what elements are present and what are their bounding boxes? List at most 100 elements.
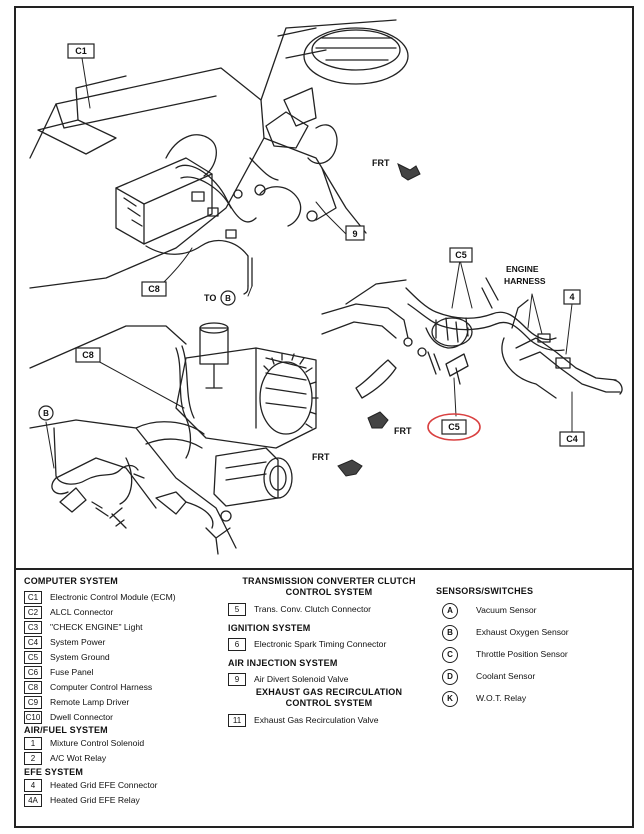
- legend-item-label: Mixture Control Solenoid: [50, 738, 145, 748]
- legend-code-box: 4A: [24, 794, 42, 808]
- callout-c1-box: [67, 43, 95, 59]
- legend-item-label: Computer Control Harness: [50, 682, 153, 692]
- callout-b-left: B: [43, 409, 49, 418]
- callout-b-left-circle: [38, 405, 54, 421]
- legend-column-2: TRANSMISSION CONVERTER CLUTCH CONTROL SY…: [222, 576, 436, 728]
- legend-item-label: ALCL Connector: [50, 607, 114, 617]
- callout-c8-bottom: C8: [82, 350, 94, 360]
- legend-code-box: C2: [24, 606, 42, 620]
- engine-wiring-illustration: C1 C8 9 C8 C5 4 C5 C4 B B TO FRT FRT FRT…: [29, 19, 623, 555]
- sensor-code-circle: D: [442, 668, 458, 685]
- legend-item-label: Trans. Conv. Clutch Connector: [254, 604, 372, 614]
- bottom-view-engine-side: [29, 322, 319, 555]
- legend-item: C2 ALCL Connector: [24, 605, 234, 620]
- callout-b-top-circle: [220, 290, 236, 306]
- callout-c8-top-box: [141, 281, 167, 297]
- sensor-code-circle: K: [442, 690, 458, 707]
- legend-item: C1 Electronic Control Module (ECM): [24, 590, 234, 605]
- callout-c4: C4: [566, 434, 578, 444]
- legend-code-box: 11: [228, 714, 246, 728]
- top-view-ecm-area: [29, 19, 409, 295]
- legend-code-box: 6: [228, 638, 246, 652]
- diagram-frame: C1 C8 9 C8 C5 4 C5 C4 B B TO FRT FRT FRT…: [14, 6, 634, 828]
- egr-title-2: CONTROL SYSTEM: [285, 698, 373, 708]
- legend-code-box: C1: [24, 591, 42, 605]
- engine-harness-label-1: ENGINE: [506, 264, 539, 274]
- callout-c5-circled: C5: [448, 422, 460, 432]
- legend-item: 2 A/C Wot Relay: [24, 751, 234, 766]
- legend-item: C3 "CHECK ENGINE" Light: [24, 620, 234, 635]
- legend-code-box: 9: [228, 673, 246, 687]
- legend-item-label: Remote Lamp Driver: [50, 697, 130, 707]
- sensor-item: D Coolant Sensor: [442, 665, 626, 687]
- legend-code-box: C6: [24, 666, 42, 680]
- right-view-ground-harness: [321, 277, 623, 399]
- legend-item-label: Air Divert Solenoid Valve: [254, 674, 349, 684]
- legend-item-label: Electronic Control Module (ECM): [50, 592, 176, 602]
- legend-item-label: System Power: [50, 637, 106, 647]
- legend-item: 9 Air Divert Solenoid Valve: [228, 672, 436, 687]
- callout-c8-bottom-box: [75, 347, 101, 363]
- efe-title: EFE SYSTEM: [24, 767, 84, 777]
- legend-item: C5 System Ground: [24, 650, 234, 665]
- legend-item-label: Heated Grid EFE Connector: [50, 780, 158, 790]
- legend-code-box: C10: [24, 711, 42, 725]
- callout-b-top: B: [225, 294, 231, 303]
- sensors-title: SENSORS/SWITCHES: [436, 586, 534, 596]
- legend-code-box: 4: [24, 779, 42, 793]
- tcc-title-1: TRANSMISSION CONVERTER CLUTCH: [242, 576, 416, 586]
- air-injection-title: AIR INJECTION SYSTEM: [228, 658, 338, 668]
- sensor-item-label: Coolant Sensor: [476, 671, 536, 681]
- legend-code-box: C3: [24, 621, 42, 635]
- callout-4: 4: [569, 292, 574, 302]
- to-b-label: TO: [204, 293, 216, 303]
- legend-item: C8 Computer Control Harness: [24, 680, 234, 695]
- callout-4-box: [563, 289, 581, 305]
- callout-c5-top-box: [449, 247, 473, 263]
- legend-item-label: System Ground: [50, 652, 110, 662]
- legend-item-label: Dwell Connector: [50, 712, 114, 722]
- callout-c5-top: C5: [455, 250, 467, 260]
- frt-label-right: FRT: [394, 426, 412, 436]
- legend-item: 4A Heated Grid EFE Relay: [24, 793, 234, 808]
- sensor-item-label: Throttle Position Sensor: [476, 649, 568, 659]
- legend-code-box: 2: [24, 752, 42, 766]
- legend-item: 4 Heated Grid EFE Connector: [24, 778, 234, 793]
- legend-item-label: Heated Grid EFE Relay: [50, 795, 140, 805]
- engine-harness-label-2: HARNESS: [504, 276, 546, 286]
- egr-title-1: EXHAUST GAS RECIRCULATION: [255, 687, 403, 697]
- legend-item-label: Exhaust Gas Recirculation Valve: [254, 715, 379, 725]
- legend-item-label: "CHECK ENGINE" Light: [50, 622, 143, 632]
- sensor-item-label: Exhaust Oxygen Sensor: [476, 627, 569, 637]
- legend-item: C9 Remote Lamp Driver: [24, 695, 234, 710]
- legend-item: 11 Exhaust Gas Recirculation Valve: [228, 713, 436, 728]
- ignition-title: IGNITION SYSTEM: [228, 623, 311, 633]
- callout-c1: C1: [75, 46, 87, 56]
- callout-9: 9: [352, 229, 357, 239]
- c5-highlight-circle: [427, 413, 481, 441]
- air-fuel-title: AIR/FUEL SYSTEM: [24, 725, 108, 735]
- front-arrows: [337, 163, 421, 477]
- callout-c5-circled-box: [441, 419, 467, 435]
- callout-c4-box: [559, 431, 585, 447]
- sensor-code-circle: B: [442, 624, 458, 641]
- callout-c8-top: C8: [148, 284, 160, 294]
- frt-label-bottom: FRT: [312, 452, 330, 462]
- sensor-item-label: Vacuum Sensor: [476, 605, 537, 615]
- leader-lines: [45, 57, 573, 469]
- legend-item-label: Fuse Panel: [50, 667, 94, 677]
- legend-item: C6 Fuse Panel: [24, 665, 234, 680]
- legend-item-label: A/C Wot Relay: [50, 753, 107, 763]
- legend-code-box: C5: [24, 651, 42, 665]
- legend-item: C10 Dwell Connector: [24, 710, 234, 725]
- sensor-item: B Exhaust Oxygen Sensor: [442, 621, 626, 643]
- legend-code-box: C8: [24, 681, 42, 695]
- legend-code-box: C9: [24, 696, 42, 710]
